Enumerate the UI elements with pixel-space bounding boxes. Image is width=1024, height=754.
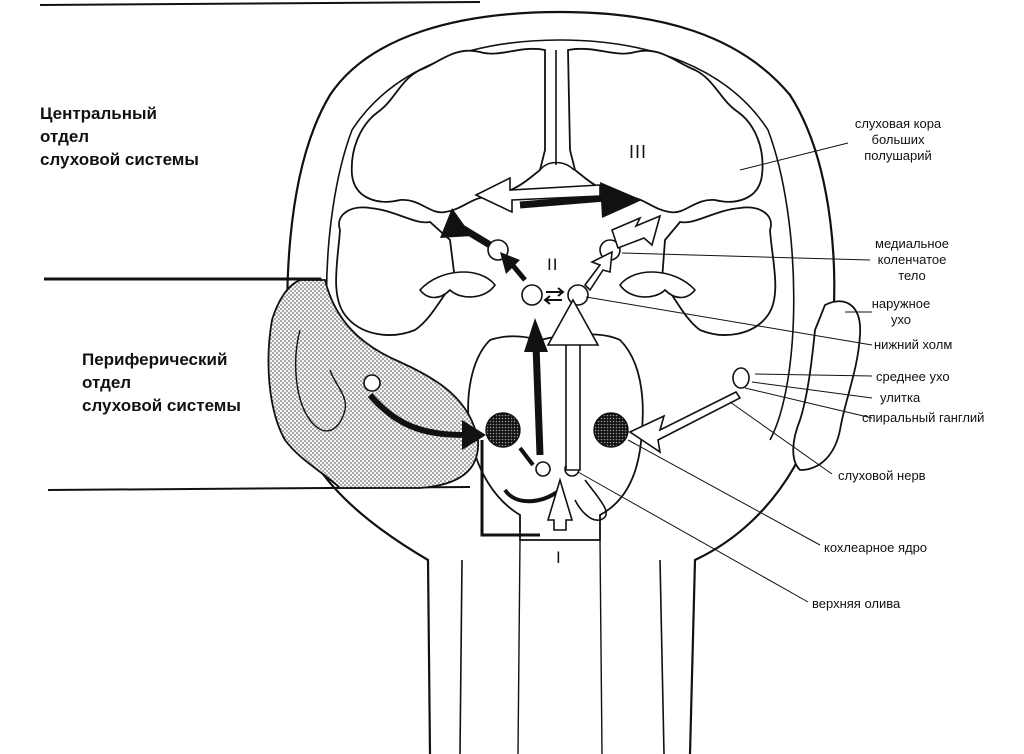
left-cochlea-shape xyxy=(363,374,381,392)
white-mgn-to-cortex-arrow xyxy=(611,214,662,250)
neck-line-left xyxy=(459,559,463,754)
black-ascending-path xyxy=(532,344,544,456)
label-outer-ear: наружное ухо xyxy=(871,296,931,327)
level-two-marker: II xyxy=(547,255,559,274)
white-cortex-cross-arrow xyxy=(474,176,601,214)
label-middle-ear: среднее ухо xyxy=(876,369,950,384)
neck-line-right xyxy=(659,559,665,754)
black-ascending-arrowhead xyxy=(524,318,548,352)
skull-inner-outline xyxy=(325,39,795,441)
level-one-marker: I xyxy=(556,548,562,567)
midline-fissure xyxy=(539,50,575,171)
left-hemisphere xyxy=(350,48,546,214)
leader-lines xyxy=(577,142,873,603)
right-cochlear-nucleus xyxy=(593,412,629,448)
white-ear-to-nucleus-arrow xyxy=(628,390,742,454)
label-auditory-nerve: слуховой нерв xyxy=(838,468,926,483)
right-cochlea-shape xyxy=(732,367,750,389)
label-cochlea: улитка xyxy=(880,390,921,405)
ear-to-nucleus-arrowhead xyxy=(462,420,486,450)
left-cochlear-nucleus xyxy=(485,412,521,448)
left-olive-circle xyxy=(535,461,551,477)
level-three-marker: III xyxy=(629,142,648,162)
left-colliculus-circle xyxy=(521,284,543,306)
right-ventricle xyxy=(619,271,697,299)
black-cortex-cross-path xyxy=(519,194,606,209)
right-temporal-lobe xyxy=(661,206,777,336)
label-cochlear-nucleus: кохлеарное ядро xyxy=(824,540,928,555)
central-section-title: Центральный отдел слуховой системы xyxy=(40,104,199,169)
peripheral-section-title: Периферический отдел слуховой системы xyxy=(82,350,241,415)
ear-to-nucleus-arrow xyxy=(367,393,469,438)
top-bracket-line xyxy=(39,1,481,6)
black-lower-loop xyxy=(480,440,540,537)
spine-line-right xyxy=(599,539,603,754)
white-lower-arrow xyxy=(546,477,574,531)
white-ascending-arrowhead xyxy=(546,298,600,346)
left-ear-inner-fold xyxy=(295,329,347,432)
black-brainstem-curve xyxy=(503,488,562,504)
label-auditory-cortex: слуховая кора больших полушарий xyxy=(854,116,942,163)
right-outer-ear xyxy=(792,300,861,471)
label-inferior-colliculus: нижний холм xyxy=(874,337,953,352)
spine-line-left xyxy=(517,539,521,754)
left-ventricle xyxy=(418,271,496,299)
left-temporal-lobe xyxy=(335,206,456,336)
black-olive-path xyxy=(518,446,535,467)
label-superior-olive: верхняя олива xyxy=(812,596,901,611)
black-to-mgn-arrowhead xyxy=(500,252,520,274)
black-mgn-to-cortex-arrowhead xyxy=(440,208,472,238)
black-cortex-cross-arrowhead xyxy=(600,182,642,218)
label-medial-geniculate: медиальное коленчатое тело xyxy=(875,236,949,283)
label-spiral-ganglion: спиральный ганглий xyxy=(862,410,985,425)
colliculus-crossing-arrows xyxy=(543,287,565,305)
white-olive-loop xyxy=(574,479,607,521)
white-to-mgn-arrow xyxy=(583,250,613,292)
